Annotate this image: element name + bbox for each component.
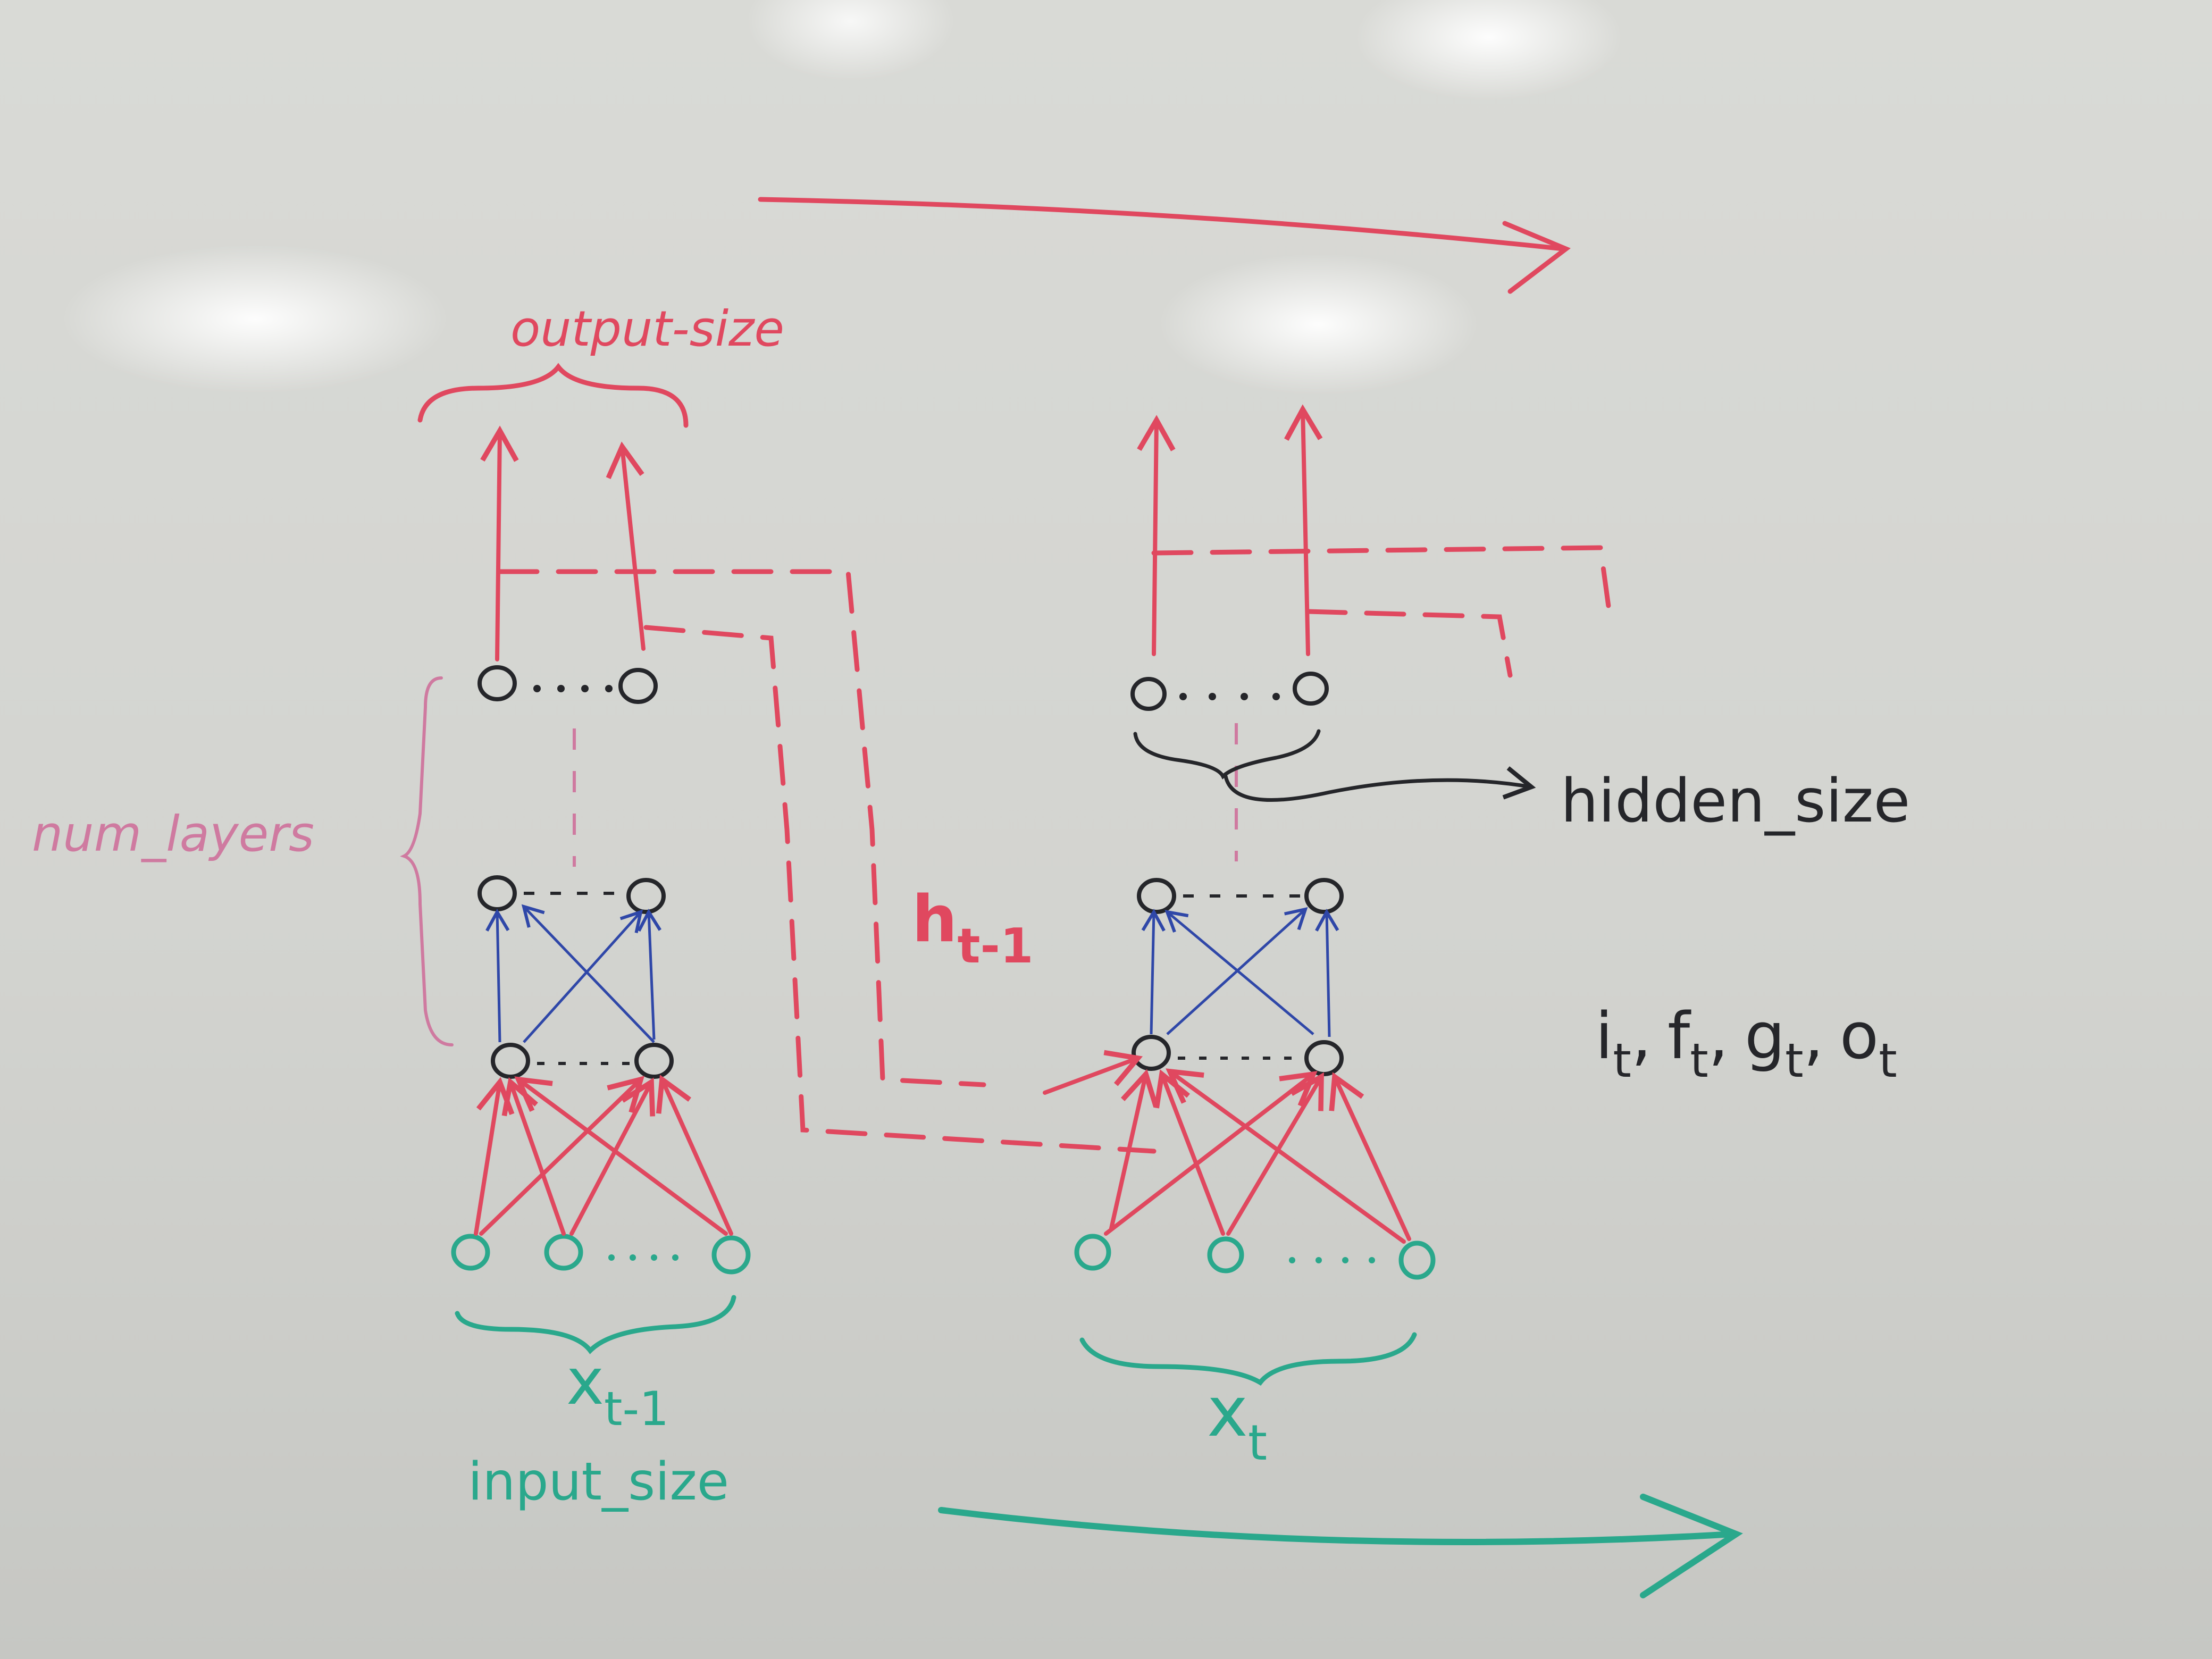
x-prev-sub: t-1: [604, 1381, 669, 1436]
gate-g-sub: t: [1785, 1033, 1804, 1088]
input-connections-right: [1043, 1050, 1411, 1244]
gate-o-sub: t: [1879, 1033, 1897, 1088]
input-connections-left: [474, 1075, 733, 1236]
output-brace: [417, 363, 689, 428]
gate-sep-1: ,: [1631, 1000, 1652, 1074]
input-dots: [608, 1254, 1375, 1263]
gate-f-sub: t: [1690, 1033, 1708, 1088]
output-arrows-right: [1137, 404, 1323, 656]
hidden-size-arrow: [1224, 766, 1536, 802]
input-nodes: [451, 1234, 1436, 1280]
x-curr-label: xt: [1207, 1371, 1267, 1471]
x-curr-sub: t: [1248, 1414, 1267, 1471]
input-brace-left: [455, 1295, 736, 1354]
gates-label: it,ft,gt,ot: [1595, 1000, 1897, 1088]
x-curr-base: x: [1207, 1371, 1248, 1452]
h-prev-base: h: [912, 883, 957, 957]
gate-i-sub: t: [1613, 1033, 1631, 1088]
hidden-size-brace: [1133, 729, 1321, 780]
num-layers-label: num_layers: [32, 806, 314, 862]
x-prev-label: xt-1: [566, 1345, 669, 1436]
layer-connections-left: [485, 904, 661, 1043]
bottom-layer-dots: [537, 1057, 1303, 1065]
gate-sep-3: ,: [1804, 1000, 1824, 1074]
output-arrows-left: [480, 425, 646, 661]
input-size-label: input_size: [468, 1452, 729, 1512]
h-prev-sub: t-1: [957, 918, 1033, 974]
hidden-size-label: hidden_size: [1561, 767, 1910, 836]
time-arrow-bottom: [938, 1494, 1743, 1598]
num-layers-brace: [400, 676, 454, 1046]
input-brace-right: [1079, 1332, 1417, 1386]
middle-layer-dots: [524, 892, 1300, 898]
time-arrow-top: [758, 197, 1571, 294]
output-size-label: output-size: [510, 300, 784, 357]
layer-links: [573, 723, 1238, 867]
gate-i-base: i: [1595, 1000, 1613, 1074]
gate-f-base: f: [1668, 1000, 1691, 1074]
hidden-state-dashes: [497, 545, 1611, 1154]
gate-sep-2: ,: [1708, 1000, 1729, 1074]
bottom-layer-nodes: [491, 1035, 1344, 1079]
layer-connections-right: [1141, 907, 1339, 1037]
gate-o-base: o: [1840, 1000, 1879, 1074]
x-prev-base: x: [566, 1345, 604, 1419]
h-prev-label: ht-1: [912, 883, 1033, 974]
top-layer-nodes: [477, 665, 1329, 711]
gate-g-base: g: [1745, 1000, 1785, 1074]
top-layer-dots: [533, 685, 1280, 700]
